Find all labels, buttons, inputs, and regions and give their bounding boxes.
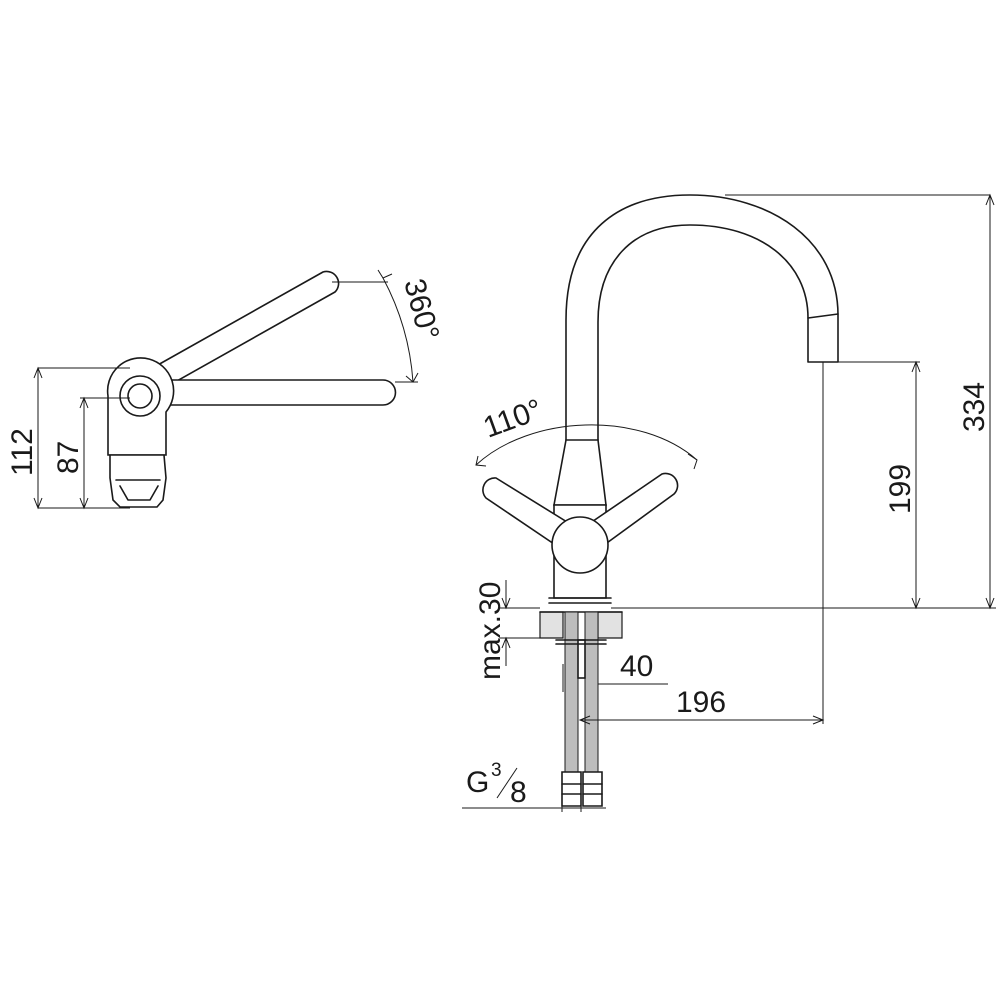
aerator-joint: [807, 313, 839, 319]
threaded-rod: [577, 639, 586, 679]
spout-top-outline: [139, 379, 397, 406]
counter-thickness-label: max.30: [474, 582, 507, 680]
dim-arrows-199: [911, 360, 921, 610]
countertop-right: [597, 611, 623, 639]
spout-reach-label: 196: [676, 686, 726, 719]
thread-fraction-slash: [496, 767, 518, 799]
dim-arrows-334: [985, 193, 995, 610]
angle-arc-110: [475, 424, 698, 466]
handle-detail: [115, 479, 161, 501]
angle-arc-360: [382, 277, 414, 383]
angle-arrows-110: [475, 453, 698, 470]
thread-prefix-label: G: [466, 766, 489, 799]
fitting-details: [561, 783, 603, 795]
total-height-label: 334: [958, 382, 991, 432]
overall-height-label: 112: [6, 428, 39, 476]
countertop-left: [539, 611, 564, 639]
swivel-hub: [127, 383, 153, 409]
rotation-angle-label: 360°: [397, 275, 445, 343]
handle-right-position: [578, 472, 679, 550]
handle-hub: [551, 516, 609, 574]
dim-arrows-112: [33, 366, 43, 510]
body-height-label: 87: [52, 441, 85, 474]
spout-height-label: 199: [884, 464, 917, 514]
dim-arrows-87: [79, 396, 89, 510]
rotated-spout-outline: [139, 270, 340, 396]
top-view: 360° 112 87: [6, 269, 445, 510]
fitting-right: [582, 771, 603, 807]
dim-arrows-30: [501, 597, 511, 649]
side-view: 110° 334 199 max.30: [462, 193, 996, 812]
body-neck-outline: [553, 439, 607, 506]
hose-right: [584, 611, 599, 773]
handle-swing-angle-label: 110°: [479, 393, 547, 444]
thread-numerator-label: 3: [491, 760, 502, 781]
fitting-left: [561, 771, 582, 807]
base-diameter-label: 40: [620, 650, 653, 683]
thread-denominator-label: 8: [510, 776, 527, 809]
hose-left: [564, 611, 579, 773]
spout-outer-outline: [565, 194, 839, 441]
dim-arrows-196: [578, 715, 825, 725]
